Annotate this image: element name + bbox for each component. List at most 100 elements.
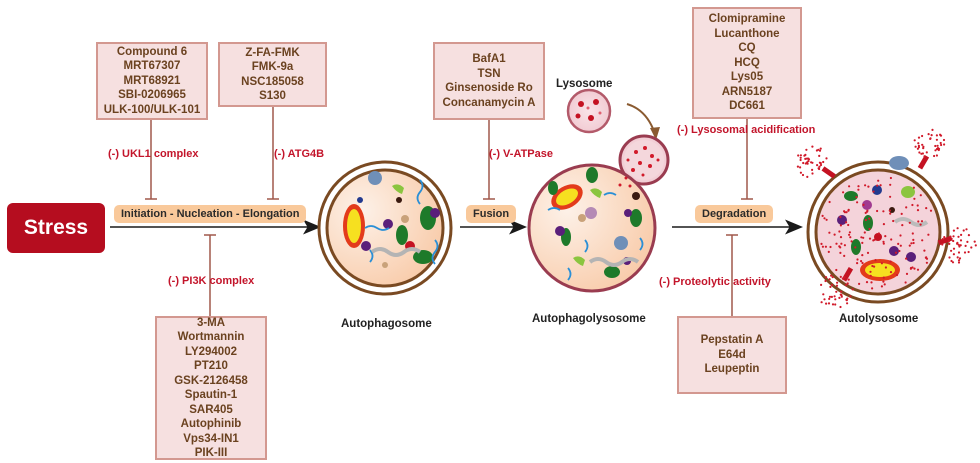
target-label-lysosomal-acidification: (-) Lysosomal acidification: [677, 124, 816, 136]
release-dot: [805, 148, 808, 151]
release-dot: [833, 295, 836, 298]
stress-node: Stress: [7, 203, 105, 253]
inhibitor-name: ARN5187: [721, 85, 773, 98]
caption-autolysosome: Autolysosome: [839, 313, 919, 325]
release-dot: [970, 246, 973, 249]
caption-lysosome: Lysosome: [556, 78, 613, 90]
inhibitor-name: Spautin-1: [184, 389, 238, 401]
release-dot: [957, 259, 961, 262]
release-dot: [866, 209, 869, 212]
release-dot: [964, 244, 967, 247]
inhibitor-name: LY294002: [184, 345, 237, 358]
release-dot: [921, 239, 924, 242]
release-dot: [816, 164, 819, 167]
release-dot: [957, 243, 960, 246]
release-dot: [930, 134, 933, 137]
autophagolysosome-illustration: [527, 134, 670, 293]
release-dot: [909, 266, 913, 270]
inhibitor-name: Vps34-IN1: [183, 432, 239, 445]
release-dot: [958, 257, 962, 260]
release-dot: [806, 175, 809, 178]
release-dot: [799, 171, 803, 174]
release-dot: [862, 236, 865, 239]
release-dot: [843, 254, 846, 257]
release-dot: [831, 283, 834, 287]
release-dot: [963, 251, 967, 254]
inhibitor-name: MRT68921: [123, 74, 181, 87]
inhibitor-name: SAR405: [189, 403, 233, 416]
release-dot: [950, 249, 953, 252]
release-dot: [943, 143, 946, 146]
release-dot: [874, 259, 877, 262]
release-dot: [857, 188, 860, 191]
release-dot: [925, 151, 928, 154]
release-dot: [889, 176, 893, 180]
release-dot: [861, 254, 864, 257]
release-dot: [835, 242, 838, 245]
release-dot: [799, 154, 803, 157]
release-dot: [888, 209, 891, 212]
release-dot: [840, 242, 843, 245]
release-dot: [949, 235, 952, 238]
release-dot: [838, 230, 841, 233]
target-label-v-atpase: (-) V-ATPase: [489, 148, 553, 160]
autophagosome-illustration: [317, 160, 453, 296]
release-dot: [871, 264, 874, 268]
release-dot: [917, 136, 921, 139]
release-dot: [839, 215, 842, 219]
inhibitor-name: PT210: [194, 360, 228, 372]
stage-initiation-nucleation-elongation: Initiation - Nucleation - Elongation: [114, 205, 307, 223]
release-dot: [882, 276, 885, 279]
release-dot: [856, 201, 859, 204]
release-dot: [871, 287, 874, 290]
release-dot: [865, 281, 869, 284]
release-dot: [967, 234, 971, 237]
release-dot: [828, 200, 831, 204]
release-dot: [889, 183, 892, 186]
release-dot: [819, 163, 823, 167]
release-dot: [908, 244, 911, 247]
release-dot: [880, 262, 884, 265]
release-dot: [921, 143, 924, 146]
release-dot: [905, 257, 908, 260]
release-dot: [935, 138, 939, 141]
release-dot: [856, 262, 859, 265]
release-dot: [911, 203, 914, 207]
inhibitor-name: Leupeptin: [704, 363, 760, 376]
release-dot: [834, 303, 837, 306]
release-dot: [957, 251, 961, 254]
release-dot: [860, 236, 863, 239]
release-dot: [850, 240, 853, 243]
release-dot: [948, 256, 951, 259]
release-dot: [811, 172, 814, 175]
release-dot: [941, 243, 944, 246]
release-dot: [836, 281, 839, 284]
autolysosome-illustration: [796, 128, 977, 309]
inhibitor-name: GSK-2126458: [174, 374, 248, 387]
release-dot: [904, 281, 907, 284]
release-dot: [882, 242, 885, 245]
release-dot: [820, 283, 823, 286]
release-dot: [818, 154, 821, 157]
inhibitor-name: Clomipramine: [708, 13, 786, 26]
release-dot: [825, 157, 828, 160]
release-dot: [845, 299, 848, 302]
release-dot: [799, 156, 802, 159]
release-dot: [858, 282, 861, 285]
release-dot: [931, 128, 934, 131]
release-dot: [876, 209, 879, 213]
inhibitor-name: E64d: [718, 348, 746, 361]
release-dot: [889, 260, 892, 263]
release-dot: [959, 244, 962, 247]
release-dot: [846, 282, 849, 285]
release-dot: [866, 251, 870, 254]
release-dot: [828, 231, 831, 234]
release-dot: [916, 268, 920, 271]
release-dot: [870, 281, 873, 284]
release-dot: [892, 219, 895, 223]
inhibitor-name: Lucanthone: [714, 27, 780, 40]
release-dot: [934, 144, 937, 148]
release-dot: [950, 259, 953, 263]
